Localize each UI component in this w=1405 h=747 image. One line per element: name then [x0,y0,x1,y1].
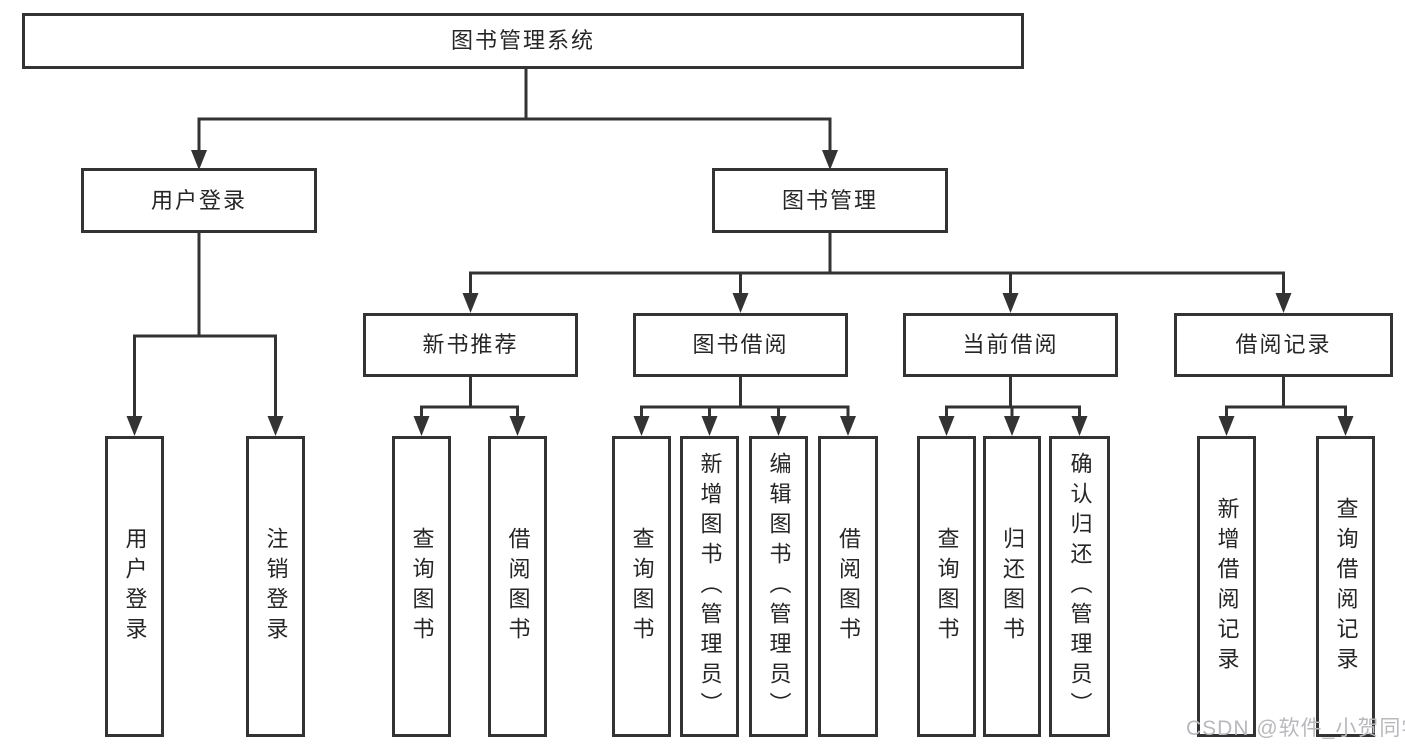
node-label: 查询图书 [934,526,960,647]
node-label: 图书管理 [781,187,878,213]
node-label: 查询借阅记录 [1333,496,1359,677]
csdn-watermark: CSDN @软件_小贺同学 [1186,717,1405,740]
node-new-book-recommendation: 新书推荐 [363,313,578,377]
node-label: 图书借阅 [692,332,789,357]
leaf-query-books-2: 查询图书 [612,436,671,737]
node-label: 查询图书 [409,526,435,647]
leaf-add-borrow-record: 新增借阅记录 [1197,436,1256,737]
node-label: 用户登录 [122,526,148,647]
node-borrowing-records: 借阅记录 [1174,313,1393,377]
leaf-logout: 注销登录 [246,436,305,737]
node-label: 注销登录 [263,526,289,647]
leaf-edit-book-admin: 编辑图书（管理员） [749,436,808,737]
leaf-add-book-admin: 新增图书（管理员） [680,436,739,737]
leaf-query-borrow-record: 查询借阅记录 [1316,436,1375,737]
leaf-borrow-books-2: 借阅图书 [818,436,878,737]
node-label: 新书推荐 [422,332,519,357]
leaf-user-login: 用户登录 [105,436,164,737]
node-label: 用户登录 [150,187,247,213]
node-library-management-system: 图书管理系统 [22,13,1024,69]
node-label: 图书管理系统 [450,28,595,53]
leaf-query-books-3: 查询图书 [917,436,976,737]
node-current-borrowing: 当前借阅 [903,313,1118,377]
node-label: 编辑图书（管理员） [766,451,792,722]
connector-arrowheads [126,150,1354,436]
node-label: 借阅图书 [836,526,861,647]
node-label: 确认归还（管理员） [1067,451,1093,722]
leaf-confirm-return-admin: 确认归还（管理员） [1049,436,1110,737]
node-label: 当前借阅 [962,332,1059,357]
leaf-query-books-1: 查询图书 [392,436,451,737]
node-label: 借阅图书 [505,526,531,647]
node-label: 借阅记录 [1235,332,1332,357]
node-user-login-branch: 用户登录 [81,168,317,233]
leaf-return-books: 归还图书 [983,436,1041,737]
leaf-borrow-books-1: 借阅图书 [488,436,547,737]
node-label: 新增借阅记录 [1214,496,1240,677]
node-label: 查询图书 [629,526,655,647]
node-label: 新增图书（管理员） [697,451,723,722]
node-book-borrowing: 图书借阅 [633,313,848,377]
node-book-management-branch: 图书管理 [712,168,948,233]
node-label: 归还图书 [1000,526,1025,647]
